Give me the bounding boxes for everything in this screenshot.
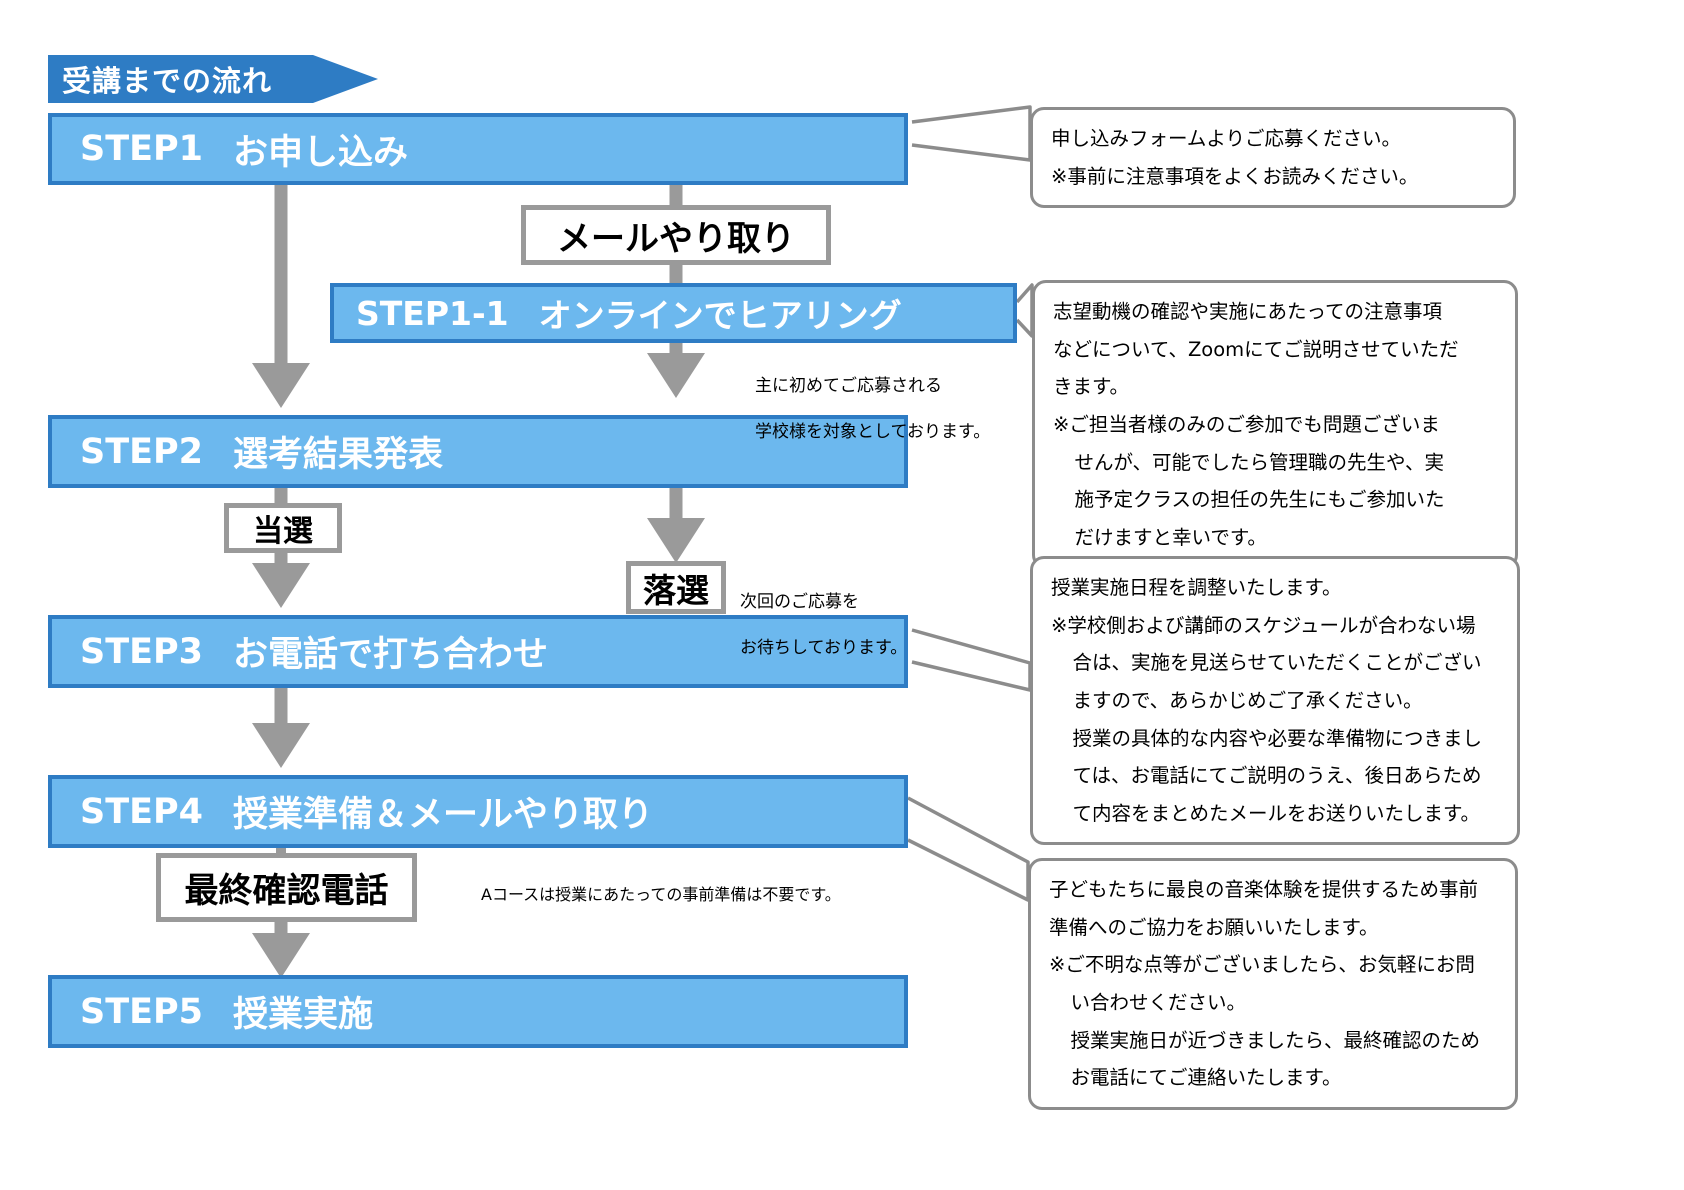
step-bar-step2[interactable]: STEP2 選考結果発表: [48, 415, 908, 488]
callout-step4-line-5: お電話にてご連絡いたします。: [1070, 1066, 1342, 1090]
step-bar-step3[interactable]: STEP3 お電話で打ち合わせ: [48, 615, 908, 688]
label-lose-text: 落選: [643, 570, 709, 610]
step5-number: STEP5: [80, 991, 203, 1032]
note-lose: 次回のご応募を お待ちしております。: [740, 568, 907, 683]
callout-step4-line-1: 準備へのご協力をお願いいたします。: [1049, 915, 1379, 939]
step3-title: お電話で打ち合わせ: [233, 635, 549, 675]
callout-step1-1-line-4: せんが、可能でしたら管理職の先生や、実: [1074, 450, 1444, 474]
callout-step1-1-line-5: 施予定クラスの担任の先生にもご参加いた: [1074, 488, 1445, 512]
callout-step1-1-line-1: などについて、Zoomにてご説明させていただ: [1053, 337, 1459, 361]
step2-title: 選考結果発表: [233, 435, 444, 475]
label-box-mail-exchange: メールやり取り: [521, 205, 831, 265]
callout-step3-line-2: 合は、実施を見送らせていただくことがござい: [1072, 651, 1482, 675]
step1-1-title: オンラインでヒアリング: [538, 296, 902, 335]
callout-step3-line-6: て内容をまとめたメールをお送りいたします。: [1072, 801, 1480, 825]
callout-step1-1-line-6: だけますと幸いです。: [1074, 525, 1267, 549]
callout-step4-line-3: い合わせください。: [1070, 990, 1246, 1014]
callout-step4-line-4: 授業実施日が近づきましたら、最終確認のため: [1070, 1028, 1480, 1052]
step-bar-step1[interactable]: STEP1 お申し込み: [48, 113, 908, 185]
label-box-final-confirm-call: 最終確認電話: [156, 853, 417, 922]
step1-number: STEP1: [80, 129, 203, 169]
callout-step1-line-0: 申し込みフォームよりご応募ください。: [1051, 127, 1402, 150]
callout-step4-line-0: 子どもたちに最良の音楽体験を提供するため事前: [1049, 878, 1479, 901]
note-hearing-target-line2: 学校様を対象としております。: [755, 421, 991, 442]
callout-step3-line-0: 授業実施日程を調整いたします。: [1051, 576, 1342, 599]
note-course-a-line1: Aコースは授業にあたっての事前準備は不要です。: [481, 884, 841, 904]
step4-title: 授業準備＆メールやり取り: [233, 795, 654, 835]
note-lose-line2: お待ちしております。: [740, 637, 908, 658]
note-lose-line1: 次回のご応募を: [740, 591, 859, 612]
note-hearing-target-line1: 主に初めてご応募される: [755, 375, 942, 396]
page-title: 受講までの流れ: [62, 64, 273, 98]
callout-step1-1-line-3: ※ご担当者様のみのご参加でも問題ございま: [1053, 412, 1440, 436]
step-bar-step5[interactable]: STEP5 授業実施: [48, 975, 908, 1048]
step2-number: STEP2: [80, 431, 203, 472]
label-win-text: 当選: [253, 514, 313, 549]
step5-title: 授業実施: [233, 995, 374, 1035]
callout-step1-1: 志望動機の確認や実施にあたっての注意事項 などについて、Zoomにてご説明させて…: [1032, 280, 1518, 570]
callout-step4-line-2: ※ご不明な点等がございましたら、お気軽にお問: [1049, 953, 1475, 977]
page-title-banner: 受講までの流れ: [48, 55, 378, 103]
step1-title: お申し込み: [233, 132, 409, 173]
step-bar-step4[interactable]: STEP4 授業準備＆メールやり取り: [48, 775, 908, 848]
callout-step1-1-line-2: きます。: [1053, 375, 1130, 399]
callout-step3-line-1: ※学校側および講師のスケジュールが合わない場: [1051, 613, 1476, 637]
label-final-confirm-text: 最終確認電話: [184, 871, 389, 911]
callout-step1: 申し込みフォームよりご応募ください。 ※事前に注意事項をよくお読みください。: [1030, 107, 1516, 209]
label-box-lose: 落選: [626, 561, 726, 614]
note-course-a: Aコースは授業にあたっての事前準備は不要です。: [481, 862, 841, 927]
callout-step1-1-line-0: 志望動機の確認や実施にあたっての注意事項: [1053, 300, 1443, 323]
step-bar-step1-1[interactable]: STEP1-1 オンラインでヒアリング: [330, 283, 1017, 343]
step3-number: STEP3: [80, 631, 203, 672]
callout-step3-line-4: 授業の具体的な内容や必要な準備物につきまし: [1072, 726, 1482, 750]
step1-1-number: STEP1-1: [356, 293, 509, 333]
label-box-win: 当選: [224, 503, 342, 553]
callout-step3: 授業実施日程を調整いたします。 ※学校側および講師のスケジュールが合わない場 合…: [1030, 556, 1520, 846]
note-hearing-target: 主に初めてご応募される 学校様を対象としております。: [755, 352, 990, 467]
label-mail-exchange-text: メールやり取り: [557, 218, 795, 259]
callout-step3-line-5: ては、お電話にてご説明のうえ、後日あらため: [1072, 764, 1482, 788]
callout-step4: 子どもたちに最良の音楽体験を提供するため事前 準備へのご協力をお願いいたします。…: [1028, 858, 1518, 1110]
callout-step3-line-3: ますので、あらかじめご了承ください。: [1072, 688, 1423, 712]
step4-number: STEP4: [80, 791, 203, 832]
callout-step1-line-1: ※事前に注意事項をよくお読みください。: [1051, 164, 1419, 188]
